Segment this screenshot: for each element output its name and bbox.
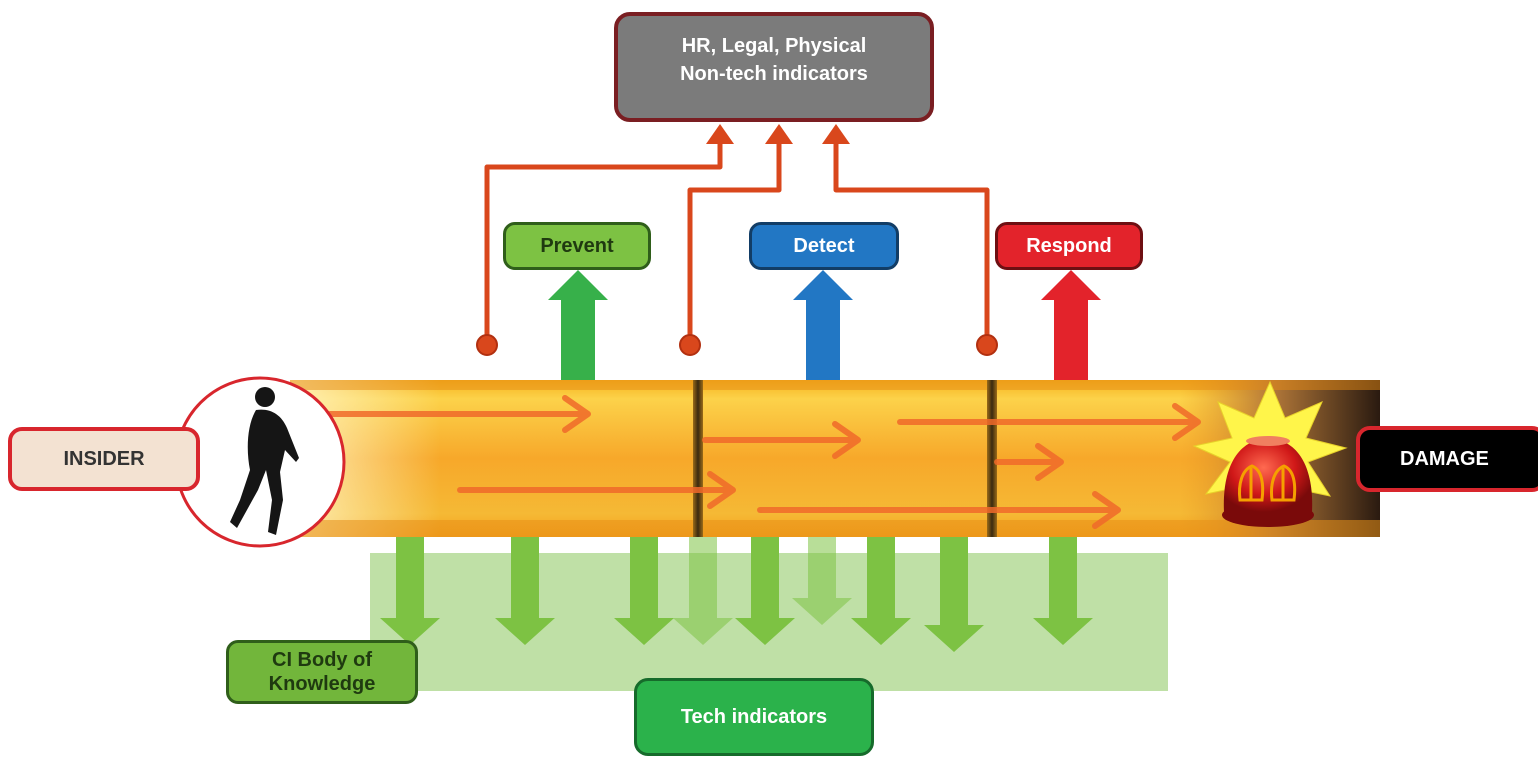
walking-person-icon: [174, 376, 346, 548]
tech-indicators-label: Tech indicators: [634, 678, 874, 756]
prevent-label: Prevent: [503, 222, 651, 270]
hr-legal-physical-box: HR, Legal, Physical Non-tech indicators: [614, 12, 934, 122]
connector-source-dots: [476, 334, 998, 356]
ci-label-line-2: Knowledge: [268, 673, 376, 695]
hr-box-line-2: Non-tech indicators: [680, 63, 868, 85]
prevent-up-arrow: [548, 270, 608, 380]
alarm-beacon-icon: [1192, 380, 1348, 527]
hr-box-line-1: HR, Legal, Physical: [681, 35, 867, 57]
detect-label: Detect: [749, 222, 899, 270]
respond-up-arrow: [1041, 270, 1101, 380]
ci-body-of-knowledge-label: CI Body of Knowledge: [226, 640, 418, 704]
damage-label: DAMAGE: [1356, 426, 1538, 492]
tech-down-arrows: [380, 537, 1093, 652]
ci-label-line-1: CI Body of: [272, 649, 372, 671]
connector-arrowheads: [706, 124, 850, 144]
insider-label: INSIDER: [8, 427, 200, 491]
non-tech-connectors: [484, 132, 990, 345]
respond-connector: [833, 132, 990, 345]
prevent-connector: [484, 132, 723, 345]
respond-label: Respond: [995, 222, 1143, 270]
detect-connector: [687, 132, 782, 345]
flow-arrows: [327, 395, 1201, 529]
detect-up-arrow: [793, 270, 853, 380]
